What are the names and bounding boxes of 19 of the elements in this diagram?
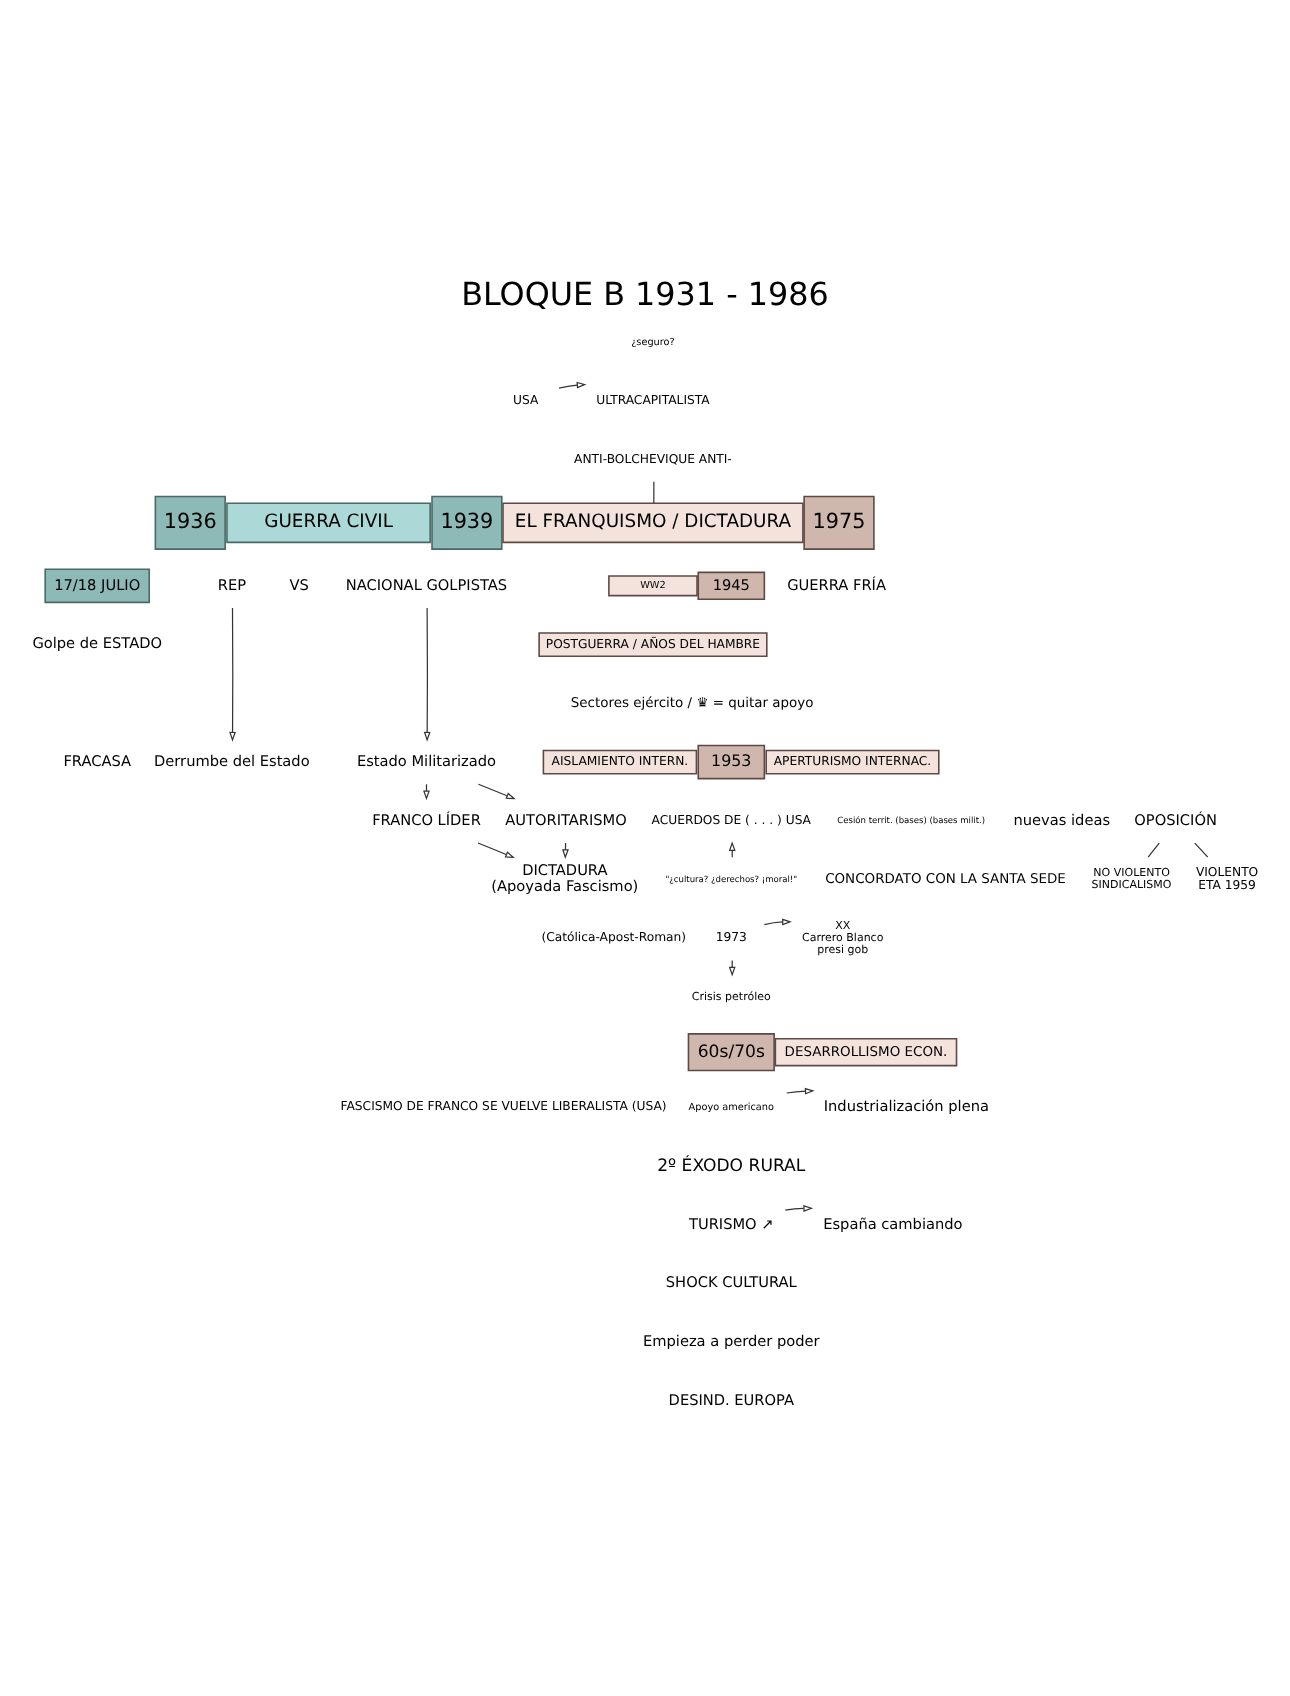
arrow <box>558 380 587 388</box>
node-box: 1939 <box>431 494 503 549</box>
connector <box>1194 841 1209 857</box>
node-box: EL FRANQUISMO / DICTADURA <box>502 501 804 543</box>
node-box: 1936 <box>154 494 226 549</box>
diagram-title: BLOQUE B 1931 - 1986 <box>461 274 829 313</box>
node-box: 60s/70s <box>687 1032 775 1071</box>
arrow <box>229 606 236 741</box>
connector <box>653 480 655 503</box>
arrow <box>477 841 515 858</box>
arrow <box>763 917 792 925</box>
arrow <box>423 606 431 741</box>
arrow <box>477 782 516 799</box>
connector <box>1147 841 1160 857</box>
node-box: GUERRA CIVIL <box>226 501 431 543</box>
arrow <box>786 1086 815 1094</box>
arrow <box>784 1204 814 1211</box>
node-box: 1975 <box>803 494 875 549</box>
label: 2º ÉXODO RURAL <box>657 1155 806 1176</box>
